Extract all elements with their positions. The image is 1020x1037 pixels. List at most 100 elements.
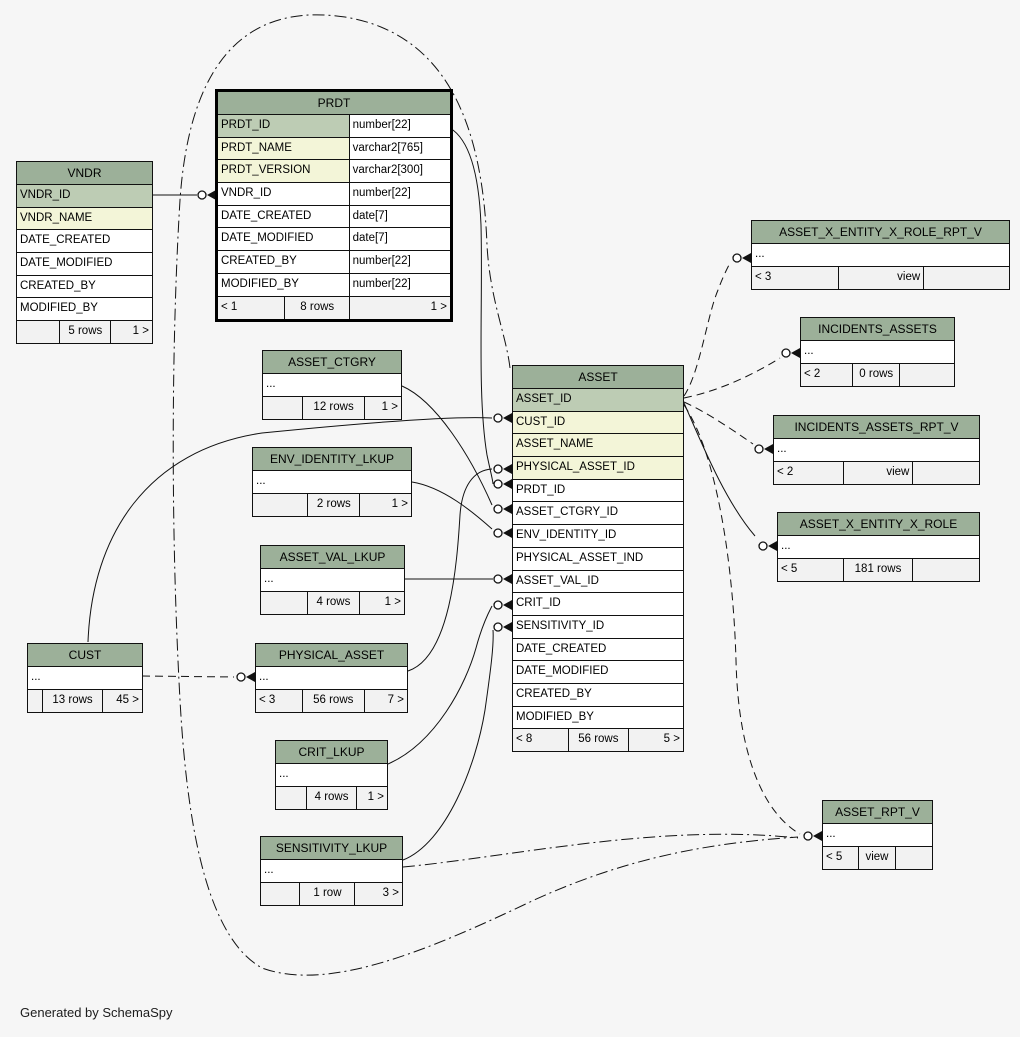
column-name: SENSITIVITY_ID <box>513 615 683 638</box>
edge-env-identity-to-asset <box>411 481 493 530</box>
connector-sensitivity-to-asset <box>493 622 512 632</box>
footer-rows-count: 0 rows <box>853 363 901 386</box>
column-name: CREATED_BY <box>218 251 350 273</box>
edge-asset-to-axexrole <box>683 402 756 537</box>
table-title-vndr: VNDR <box>17 162 152 185</box>
footer-parents-count: < 2 <box>774 461 844 484</box>
column-name: ... <box>801 341 954 363</box>
footer-children-count: 1 > <box>384 595 401 608</box>
column-asset_val_id: ASSET_VAL_ID <box>513 570 683 594</box>
column-type: date[7] <box>349 228 450 251</box>
column-name: ... <box>28 667 142 689</box>
footer-children-count <box>913 559 979 581</box>
column-name: CRIT_ID <box>513 593 683 615</box>
column-name: PRDT_VERSION <box>218 160 350 183</box>
edge-crit-to-asset <box>387 605 493 765</box>
column-name: ... <box>774 439 979 461</box>
footer-rows-count: 5 rows <box>60 321 112 344</box>
connector-asset-to-incidents-assets-rpt-v <box>754 444 773 454</box>
footer-parents-count <box>276 786 308 809</box>
column-type: number[22] <box>349 183 450 205</box>
column-created_by: CREATED_BY <box>513 683 683 707</box>
column-modified_by: MODIFIED_BY <box>513 706 683 730</box>
table-title-asset_x_entity_x_role_rpt_v: ASSET_X_ENTITY_X_ROLE_RPT_V <box>752 221 1009 244</box>
edge-asset-to-asset-rpt-v <box>683 404 801 835</box>
column-name: DATE_MODIFIED <box>513 661 683 683</box>
connector-env-identity-to-asset <box>493 528 512 538</box>
edge-cust-to-asset-cust-id <box>87 417 493 643</box>
footer-parents-count: < 8 <box>513 729 570 752</box>
column-type: date[7] <box>349 205 450 228</box>
column-type: number[22] <box>349 273 450 296</box>
column-name: ... <box>778 536 979 558</box>
column-name: ... <box>823 824 932 846</box>
column-name: VNDR_ID <box>218 183 350 205</box>
column-date_modified: DATE_MODIFIED <box>17 253 152 276</box>
column-name: ASSET_CTGRY_ID <box>513 502 683 525</box>
footer-parents-count: < 5 <box>823 846 859 869</box>
table-title-cust: CUST <box>28 644 142 667</box>
footer-children-count: 5 > <box>663 733 680 746</box>
footer-children-count: 1 > <box>430 300 447 313</box>
column-name: ... <box>261 569 404 591</box>
column-type: number[22] <box>349 115 450 137</box>
column-cust_id: CUST_ID <box>513 411 683 435</box>
column-name: CUST_ID <box>513 411 683 434</box>
column-name: MODIFIED_BY <box>218 273 350 296</box>
footer-children-count: 1 > <box>381 400 398 413</box>
column-asset_ctgry_id: ASSET_CTGRY_ID <box>513 502 683 526</box>
columns-ellipsis-row: ... <box>801 341 954 364</box>
columns-ellipsis-row: ... <box>261 860 402 883</box>
footer-parents-count <box>28 689 43 712</box>
column-vndr_id: VNDR_ID <box>17 185 152 208</box>
column-physical_asset_ind: PHYSICAL_ASSET_IND <box>513 547 683 571</box>
column-name: DATE_MODIFIED <box>218 228 350 251</box>
column-modified_by: MODIFIED_BY <box>17 298 152 322</box>
column-asset_id: ASSET_ID <box>513 389 683 412</box>
table-title-incidents_assets: INCIDENTS_ASSETS <box>801 318 954 341</box>
footer-parents-count: < 1 <box>218 296 286 319</box>
footer-rows-count: 2 rows <box>308 493 361 516</box>
column-date_modified: DATE_MODIFIED <box>513 661 683 684</box>
footer-parents-count <box>253 493 309 516</box>
footer-children-count <box>924 267 1009 289</box>
edge-physical-asset-to-asset <box>407 468 493 672</box>
edge-sensitivity-to-asset <box>402 629 494 861</box>
column-name: VNDR_NAME <box>17 207 152 230</box>
connector-asset-ctgry-to-asset <box>493 504 512 514</box>
edge-cust-to-physical-asset <box>141 675 235 678</box>
connector-crit-to-asset <box>493 600 512 610</box>
footer-rows-count: view <box>859 846 897 869</box>
column-prdt_id: PRDT_ID <box>513 479 683 503</box>
footer-rows-count: 4 rows <box>307 786 358 809</box>
column-name: ... <box>253 471 411 493</box>
connector-cust-to-asset-cust-id <box>493 413 512 423</box>
column-name: ... <box>256 667 407 689</box>
connector-vndr-to-prdt-vndr-id <box>197 190 216 200</box>
column-name: CREATED_BY <box>17 275 152 298</box>
column-name: ASSET_VAL_ID <box>513 570 683 593</box>
table-title-asset_ctgry: ASSET_CTGRY <box>263 351 401 374</box>
footer-rows-count: 13 rows <box>43 689 104 712</box>
